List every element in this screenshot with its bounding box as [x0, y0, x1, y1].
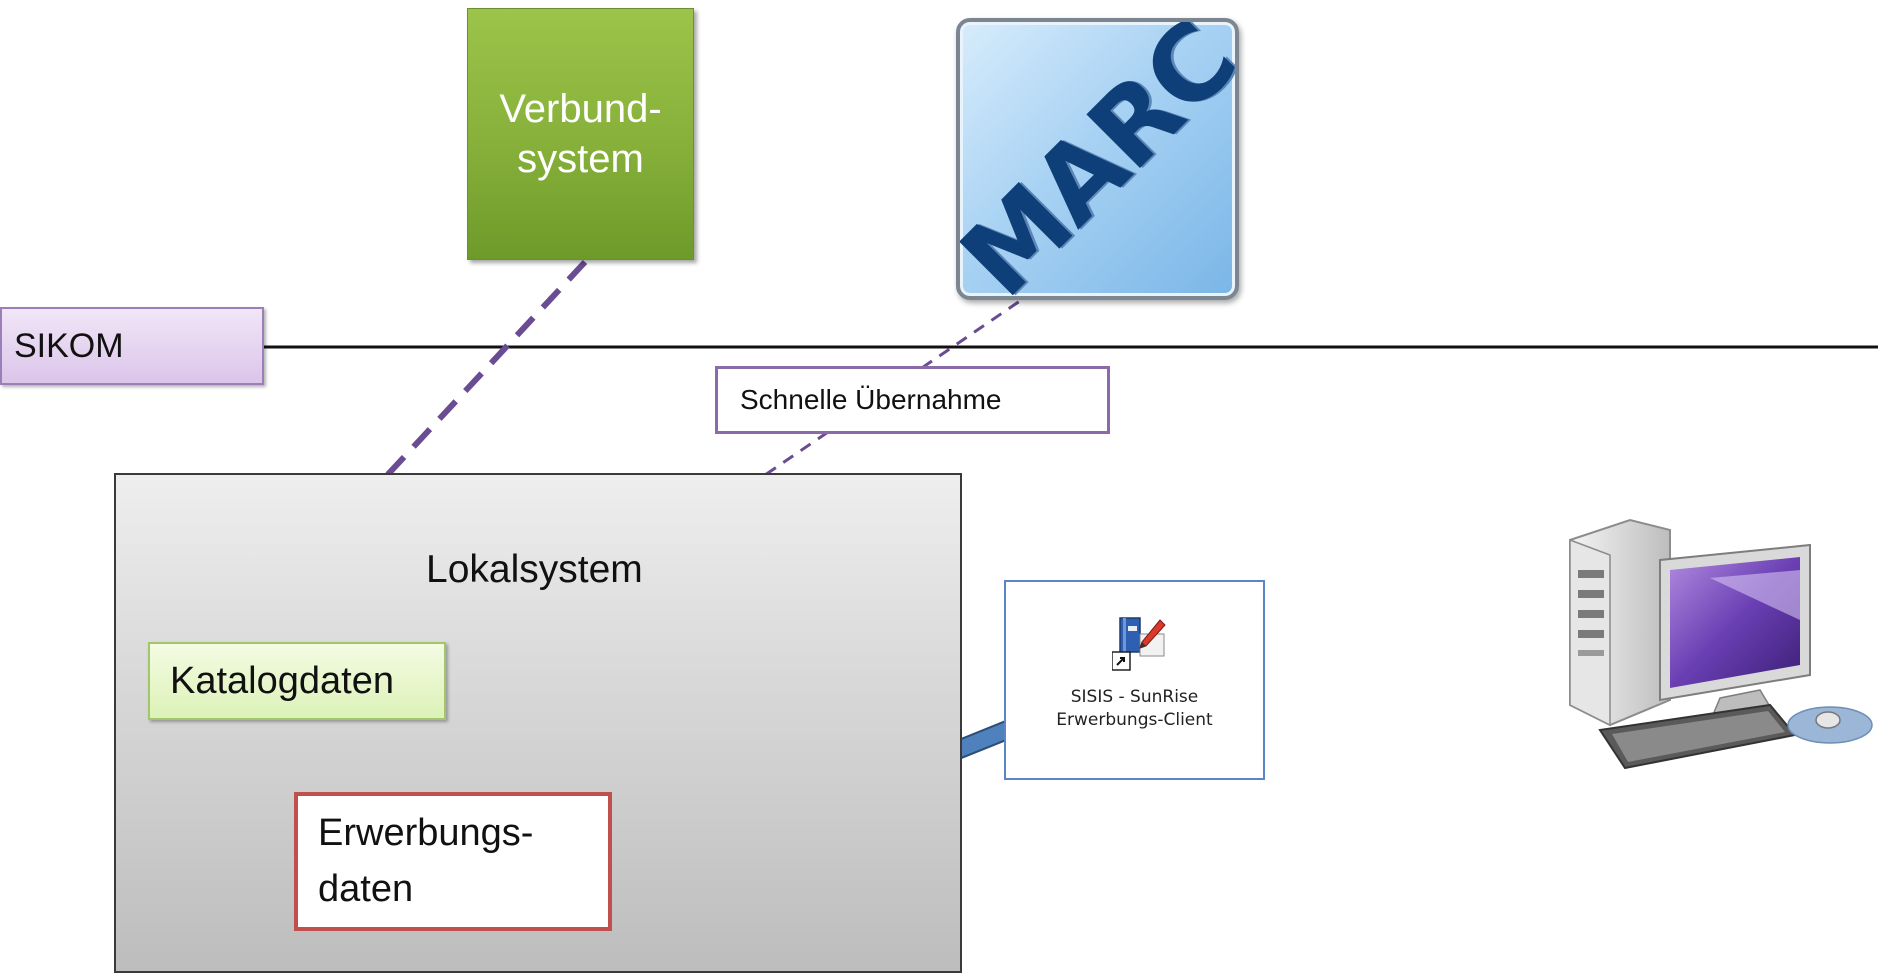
erwerbungsdaten-label-line-2: daten [318, 867, 414, 910]
verbundsystem-label-line-1: Verbund- [499, 87, 662, 131]
erwerbungs-client-shortcut[interactable]: SISIS - SunRise Erwerbungs-Client [1004, 580, 1265, 780]
verbundsystem-label-line-2: system [517, 137, 644, 181]
sikom-node: SIKOM [0, 307, 264, 385]
marc-logo-text: MARC [956, 18, 1239, 300]
verbundsystem-node: Verbund- system [467, 8, 694, 260]
lokalsystem-label: Lokalsystem [426, 548, 643, 591]
desktop-computer-icon [1569, 518, 1873, 770]
erwerbungsdaten-node: Erwerbungs- daten [294, 792, 612, 931]
client-label-line-1: SISIS - SunRise [1070, 687, 1199, 707]
shortcut-book-pen-icon [1112, 617, 1166, 671]
katalogdaten-node: Katalogdaten [148, 642, 446, 720]
client-label-line-2: Erwerbungs-Client [1056, 709, 1213, 730]
schnelle-uebernahme-label: Schnelle Übernahme [740, 384, 1002, 415]
erwerbungsdaten-label-line-1: Erwerbungs- [318, 812, 534, 855]
schnelle-uebernahme-label-box: Schnelle Übernahme [715, 366, 1110, 434]
marc-logo: MARC [956, 18, 1239, 300]
katalogdaten-label: Katalogdaten [170, 659, 394, 702]
sikom-label: SIKOM [14, 326, 124, 365]
client-label: SISIS - SunRise Erwerbungs-Client [1006, 686, 1263, 732]
